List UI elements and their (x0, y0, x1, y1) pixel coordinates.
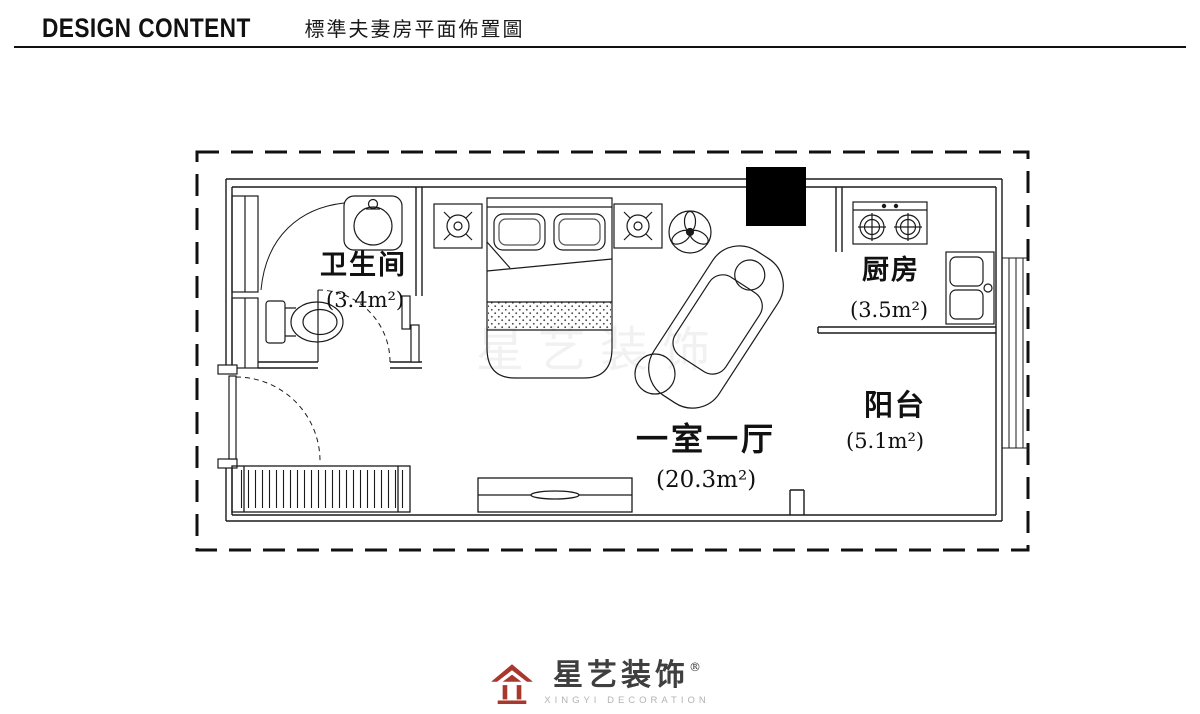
blanket-band (488, 302, 611, 330)
page-title: DESIGN CONTENT (42, 13, 251, 43)
double-bed (486, 197, 613, 379)
room-label-living: 一室一厅 (636, 420, 777, 458)
bathroom-door (317, 289, 391, 363)
bathroom-counter-edge (260, 202, 345, 291)
blanket-edge (486, 241, 613, 272)
brand-text: 星艺装饰® XINGYI DECORATION (544, 661, 710, 707)
brand-name: 星艺装饰® (553, 661, 701, 691)
brand-name-zh: 星艺装饰 (552, 658, 689, 693)
wall-right (995, 179, 1003, 521)
pillow-right (553, 213, 606, 251)
chaise-lounge (648, 245, 784, 409)
tv-cabinet (477, 477, 633, 513)
room-area-kitchen: (3.5m²) (850, 298, 929, 322)
room-label-bathroom: 卫生间 (320, 250, 407, 281)
sliding-door (401, 295, 420, 363)
room-area-bathroom: (3.4m²) (326, 288, 405, 312)
wall-kitchen-bottom (817, 326, 996, 334)
header: DESIGN CONTENT 標準夫妻房平面佈置圖 (42, 13, 525, 44)
nightstand-left (433, 203, 483, 249)
brand-name-en: XINGYI DECORATION (544, 695, 710, 706)
left-shaft-cabinets (231, 195, 259, 369)
footer: 星艺装饰® XINGYI DECORATION (0, 661, 1200, 706)
wall-left (225, 179, 233, 521)
house-icon (491, 663, 534, 704)
nightstand-right (613, 203, 663, 249)
bathroom-sink (343, 195, 403, 251)
kitchen-sink (945, 251, 995, 325)
side-stool (634, 353, 676, 395)
wall-bathroom-bottom (258, 361, 422, 369)
ceiling-fan (668, 210, 712, 254)
header-divider (14, 46, 1186, 48)
shoe-cabinet (231, 465, 411, 513)
wall-kitchen-left (835, 187, 843, 252)
wall-bottom (226, 514, 1002, 522)
room-area-balcony: (5.1m²) (846, 429, 925, 453)
entry-door (217, 364, 321, 469)
watermark-text: 星艺装饰 (476, 322, 724, 378)
bathroom-fixtures (260, 195, 420, 363)
gas-stove (852, 201, 928, 245)
wall-top (226, 178, 1002, 188)
room-label-kitchen: 厨房 (862, 255, 920, 286)
room-label-balcony: 阳台 (864, 388, 927, 422)
kitchen-fixtures (852, 201, 995, 325)
bedroom-furniture (433, 197, 784, 409)
page-subtitle: 標準夫妻房平面佈置圖 (304, 17, 525, 41)
window-right (1002, 257, 1028, 449)
plan-outer-boundary (195, 150, 1030, 552)
toilet (265, 300, 344, 344)
wall-bathroom-partition (415, 187, 423, 296)
wall-stub-bottom (789, 489, 805, 515)
pillow-left (493, 213, 546, 251)
entry-door-swing (235, 376, 321, 462)
room-area-living: (20.3m²) (656, 467, 757, 493)
entry-door-leaf (228, 375, 237, 460)
column-block (746, 167, 806, 226)
registered-mark: ® (688, 660, 701, 674)
brand-logo: 星艺装饰® XINGYI DECORATION (490, 661, 709, 706)
